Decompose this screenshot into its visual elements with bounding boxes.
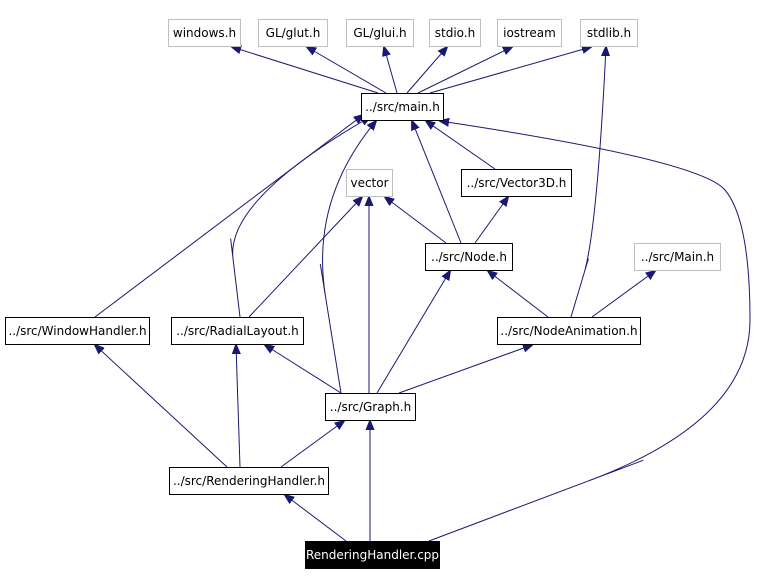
edge-renderinghandler-h-to-radiallayout-h: [236, 345, 240, 468]
node-stdlib-h: stdlib.h: [580, 19, 638, 47]
node-box: [305, 541, 440, 569]
edge-main-h-to-gl-glut-h: [307, 47, 387, 94]
node-label: ../src/main.h: [365, 100, 440, 114]
node-label: stdio.h: [435, 26, 475, 40]
node-box: [5, 317, 150, 345]
node-box: [425, 243, 513, 271]
node-node-h[interactable]: ../src/Node.h: [425, 243, 513, 271]
edge-node-h-to-vector3d-h: [474, 197, 508, 244]
edge-graph-h-to-main-h: [319, 121, 376, 394]
node-nodeanimation-h[interactable]: ../src/NodeAnimation.h: [497, 317, 641, 345]
node-box: [497, 19, 562, 47]
edge-main-h-to-stdlib-h: [429, 47, 591, 94]
edge-main-h-to-iostream: [417, 47, 512, 94]
edge-windowhandler-h-to-main-h: [94, 115, 363, 318]
node-label: windows.h: [173, 26, 236, 40]
edge-node-h-to-main-h: [412, 121, 462, 244]
edge-renderinghandler-cpp-to-main-h: [428, 121, 751, 542]
node-graph-h[interactable]: ../src/Graph.h: [325, 393, 416, 421]
node-box: [325, 393, 416, 421]
node-vector: vector: [346, 169, 393, 197]
node-iostream: iostream: [497, 19, 562, 47]
node-label: RenderingHandler.cpp: [306, 548, 439, 562]
node-box: [429, 19, 481, 47]
edge-main-h-to-windows-h: [232, 47, 379, 94]
edge-radiallayout-h-to-main-h: [230, 117, 370, 318]
node-windows-h: windows.h: [168, 19, 241, 47]
node-box: [580, 19, 638, 47]
edge-renderinghandler-h-to-graph-h: [280, 421, 344, 468]
node-label: ../src/Vector3D.h: [467, 176, 567, 190]
node-box: [346, 19, 414, 47]
edge-main-h-to-gl-glui-h: [384, 47, 398, 94]
nodes-layer: windows.h GL/glut.h GL/glui.h stdio.h iostre…: [5, 19, 721, 569]
node-label: GL/glui.h: [353, 26, 406, 40]
node-box: [258, 19, 328, 47]
node-label: vector: [350, 176, 388, 190]
edge-vector3d-h-to-main-h: [426, 121, 496, 170]
node-box: [169, 467, 329, 495]
node-radiallayout-h[interactable]: ../src/RadialLayout.h: [171, 317, 304, 345]
node-box: [346, 169, 393, 197]
node-label: ../src/Graph.h: [330, 400, 411, 414]
node-box: [461, 169, 572, 197]
node-gl-glui-h: GL/glui.h: [346, 19, 414, 47]
node-main-h[interactable]: ../src/main.h: [361, 93, 444, 121]
node-gl-glut-h: GL/glut.h: [258, 19, 328, 47]
node-label: ../src/Main.h: [641, 250, 714, 264]
node-vector3d-h[interactable]: ../src/Vector3D.h: [461, 169, 572, 197]
node-renderinghandler-cpp: RenderingHandler.cpp: [305, 541, 440, 569]
node-label: ../src/WindowHandler.h: [8, 324, 146, 338]
node-label: ../src/RadialLayout.h: [176, 324, 299, 338]
edge-graph-h-to-nodeanimation-h: [398, 345, 532, 394]
edge-graph-h-to-node-h: [376, 271, 450, 394]
node-label: ../src/Node.h: [431, 250, 507, 264]
node-box: [168, 19, 241, 47]
edge-nodeanimation-h-to-node-h: [488, 271, 549, 318]
edge-renderinghandler-cpp-to-renderinghandler-h: [285, 495, 347, 542]
edge-renderinghandler-h-to-windowhandler-h: [95, 345, 228, 468]
node-label: stdlib.h: [587, 26, 631, 40]
node-box: [634, 243, 721, 271]
node-label: ../src/RenderingHandler.h: [173, 474, 325, 488]
node-windowhandler-h[interactable]: ../src/WindowHandler.h: [5, 317, 150, 345]
node-renderinghandler-h[interactable]: ../src/RenderingHandler.h: [169, 467, 329, 495]
node-box: [361, 93, 444, 121]
edge-graph-h-to-radiallayout-h: [265, 345, 342, 394]
node-box: [171, 317, 304, 345]
edge-radiallayout-h-to-vector: [248, 197, 362, 318]
edge-node-h-to-vector: [385, 197, 447, 244]
edge-nodeanimation-h-to-main-cap-h: [591, 271, 655, 318]
node-box: [497, 317, 641, 345]
node-stdio-h: stdio.h: [429, 19, 481, 47]
node-main-cap-h: ../src/Main.h: [634, 243, 721, 271]
edge-main-h-to-stdio-h: [406, 47, 447, 94]
node-label: iostream: [503, 26, 556, 40]
node-label: ../src/NodeAnimation.h: [500, 324, 637, 338]
edges-layer: [94, 47, 751, 542]
edge-nodeanimation-h-to-stdlib-h: [570, 47, 606, 318]
node-label: GL/glut.h: [266, 26, 321, 40]
